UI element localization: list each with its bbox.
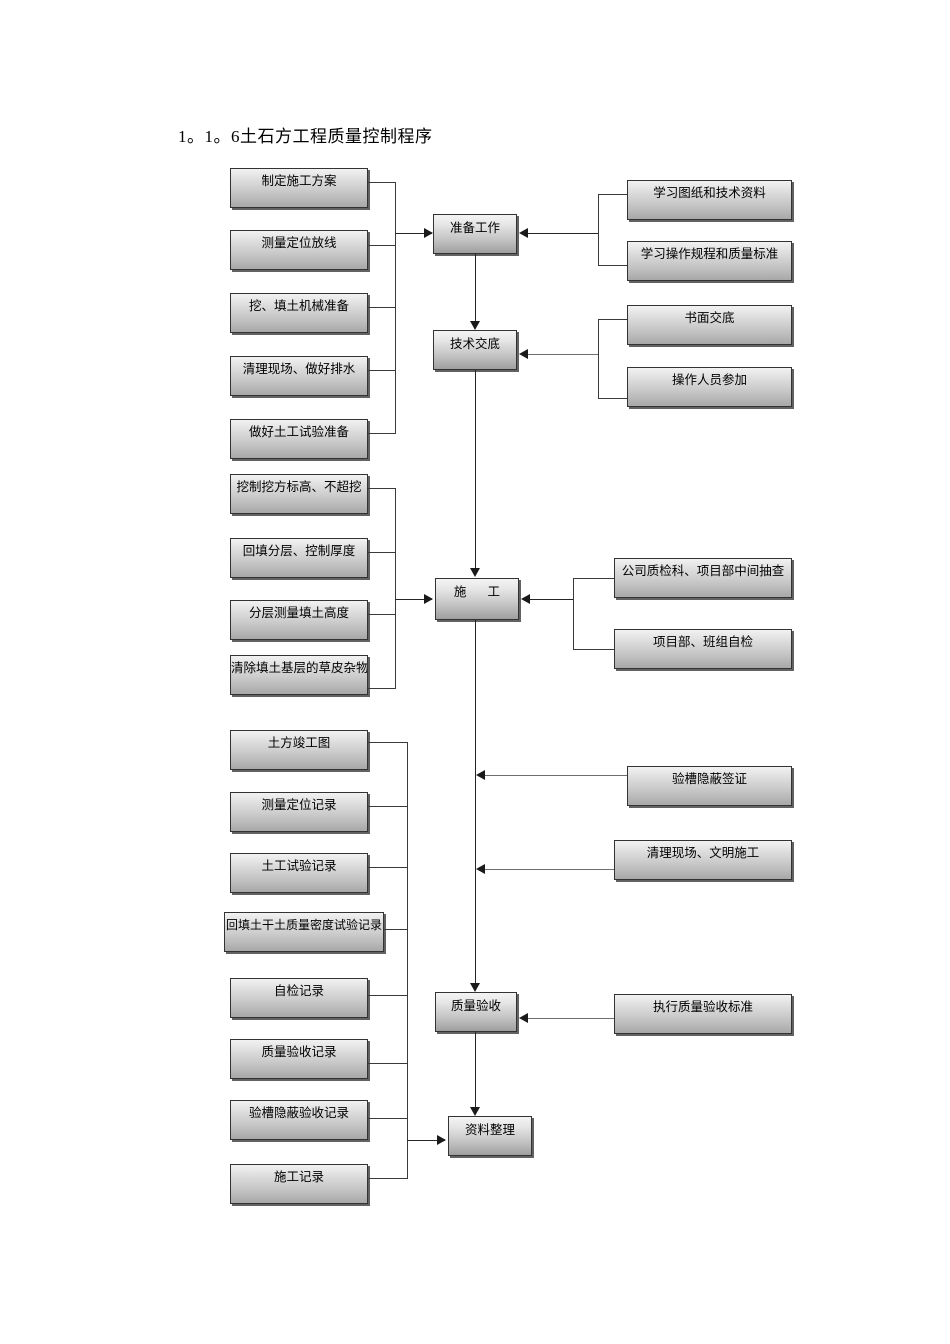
flow-box-record-8[interactable]: 施工记录 [230,1164,368,1204]
connector-construct-to-stage [395,599,432,600]
connector-record-stub-5 [368,995,407,996]
connector-tech-detail-bus [598,319,599,399]
flow-box-record-2[interactable]: 测量定位记录 [230,792,368,832]
flow-box-prep-input-4[interactable]: 清理现场、做好排水 [230,356,368,396]
arrow-accept-mid-1 [476,770,485,780]
connector-construct-stub-4 [368,688,395,689]
flow-box-record-5[interactable]: 自检记录 [230,978,368,1018]
flow-box-construct-input-3[interactable]: 分层测量填土高度 [230,600,368,640]
flow-box-prep-input-1[interactable]: 制定施工方案 [230,168,368,208]
connector-construct-detail-stub-1 [573,578,614,579]
connector-prep-stub-5 [368,433,395,434]
arrow-accept-detail-to-stage [519,1013,528,1023]
arrow-prep-to-tech [470,321,480,330]
connector-construct-detail-stub-2 [573,649,614,650]
connector-record-to-archive [407,1140,445,1141]
connector-accept-mid-1 [484,775,627,776]
connector-prep-detail-bus [598,194,599,266]
connector-prep-to-stage [395,233,432,234]
flow-box-construct-detail-1[interactable]: 公司质检科、项目部中间抽查 [614,558,792,598]
flow-box-construct-detail-2[interactable]: 项目部、班组自检 [614,629,792,669]
connector-prep-to-tech [475,254,476,323]
flow-stage-accept[interactable]: 质量验收 [435,992,517,1032]
arrow-accept-to-archive [470,1107,480,1116]
connector-record-stub-1 [368,742,407,743]
flow-box-prep-detail-1[interactable]: 学习图纸和技术资料 [627,180,792,220]
flow-box-prep-input-2[interactable]: 测量定位放线 [230,230,368,270]
connector-prep-stub-1 [368,182,395,183]
flow-box-record-4[interactable]: 回填土干土质量密度试验记录 [224,912,384,952]
arrow-construct-to-accept [470,983,480,992]
connector-tech-detail-to-stage [527,354,598,355]
connector-record-stub-7 [368,1118,407,1119]
arrow-prep-detail-to-stage [519,228,528,238]
flow-box-construct-input-1[interactable]: 挖制挖方标高、不超挖 [230,474,368,514]
connector-record-stub-3 [368,867,407,868]
flow-box-accept-detail-1[interactable]: 执行质量验收标准 [614,994,792,1034]
connector-prep-bus [395,182,396,434]
flow-stage-prep[interactable]: 准备工作 [433,214,517,254]
arrow-construct-detail-to-stage [521,594,530,604]
connector-construct-to-accept [475,620,476,985]
flow-box-record-3[interactable]: 土工试验记录 [230,853,368,893]
flow-box-record-6[interactable]: 质量验收记录 [230,1039,368,1079]
connector-record-stub-2 [368,806,407,807]
flow-box-prep-input-5[interactable]: 做好土工试验准备 [230,419,368,459]
connector-tech-detail-stub-2 [598,398,627,399]
connector-record-stub-6 [368,1063,407,1064]
connector-construct-stub-2 [368,552,395,553]
connector-construct-detail-to-stage [529,599,573,600]
connector-tech-detail-stub-1 [598,319,627,320]
arrow-accept-mid-2 [476,864,485,874]
flow-stage-tech[interactable]: 技术交底 [433,330,517,370]
arrow-construct-to-stage [424,594,433,604]
flow-box-prep-input-3[interactable]: 挖、填土机械准备 [230,293,368,333]
arrow-tech-detail-to-stage [519,349,528,359]
flow-box-construct-input-4[interactable]: 清除填土基层的草皮杂物 [230,655,368,695]
connector-prep-stub-3 [368,307,395,308]
flow-box-accept-mid-2[interactable]: 清理现场、文明施工 [614,840,792,880]
connector-accept-to-archive [475,1032,476,1109]
connector-construct-detail-bus [573,578,574,650]
page-title: 1。1。6土石方工程质量控制程序 [178,127,433,146]
arrow-prep-to-stage [424,228,433,238]
flow-box-prep-detail-2[interactable]: 学习操作规程和质量标准 [627,241,792,281]
flow-box-accept-mid-1[interactable]: 验槽隐蔽签证 [627,766,792,806]
connector-record-stub-8 [368,1178,407,1179]
flow-box-construct-input-2[interactable]: 回填分层、控制厚度 [230,538,368,578]
connector-prep-detail-stub-1 [598,194,627,195]
flow-stage-construct[interactable]: 施 工 [435,578,519,620]
connector-prep-detail-stub-2 [598,265,627,266]
connector-construct-stub-3 [368,614,395,615]
connector-accept-detail-to-stage [527,1018,614,1019]
flow-stage-archive[interactable]: 资料整理 [448,1116,532,1156]
flow-box-tech-detail-1[interactable]: 书面交底 [627,305,792,345]
arrow-tech-to-construct [470,568,480,577]
connector-prep-detail-to-stage [527,233,598,234]
flow-box-tech-detail-2[interactable]: 操作人员参加 [627,367,792,407]
arrow-record-to-archive [437,1135,446,1145]
connector-tech-to-construct [475,370,476,570]
connector-record-stub-4 [384,929,407,930]
connector-construct-bus [395,488,396,689]
connector-record-bus [407,742,408,1179]
connector-prep-stub-2 [368,245,395,246]
connector-prep-stub-4 [368,370,395,371]
connector-accept-mid-2 [484,869,614,870]
flow-box-record-1[interactable]: 土方竣工图 [230,730,368,770]
flow-box-record-7[interactable]: 验槽隐蔽验收记录 [230,1100,368,1140]
connector-construct-stub-1 [368,488,395,489]
